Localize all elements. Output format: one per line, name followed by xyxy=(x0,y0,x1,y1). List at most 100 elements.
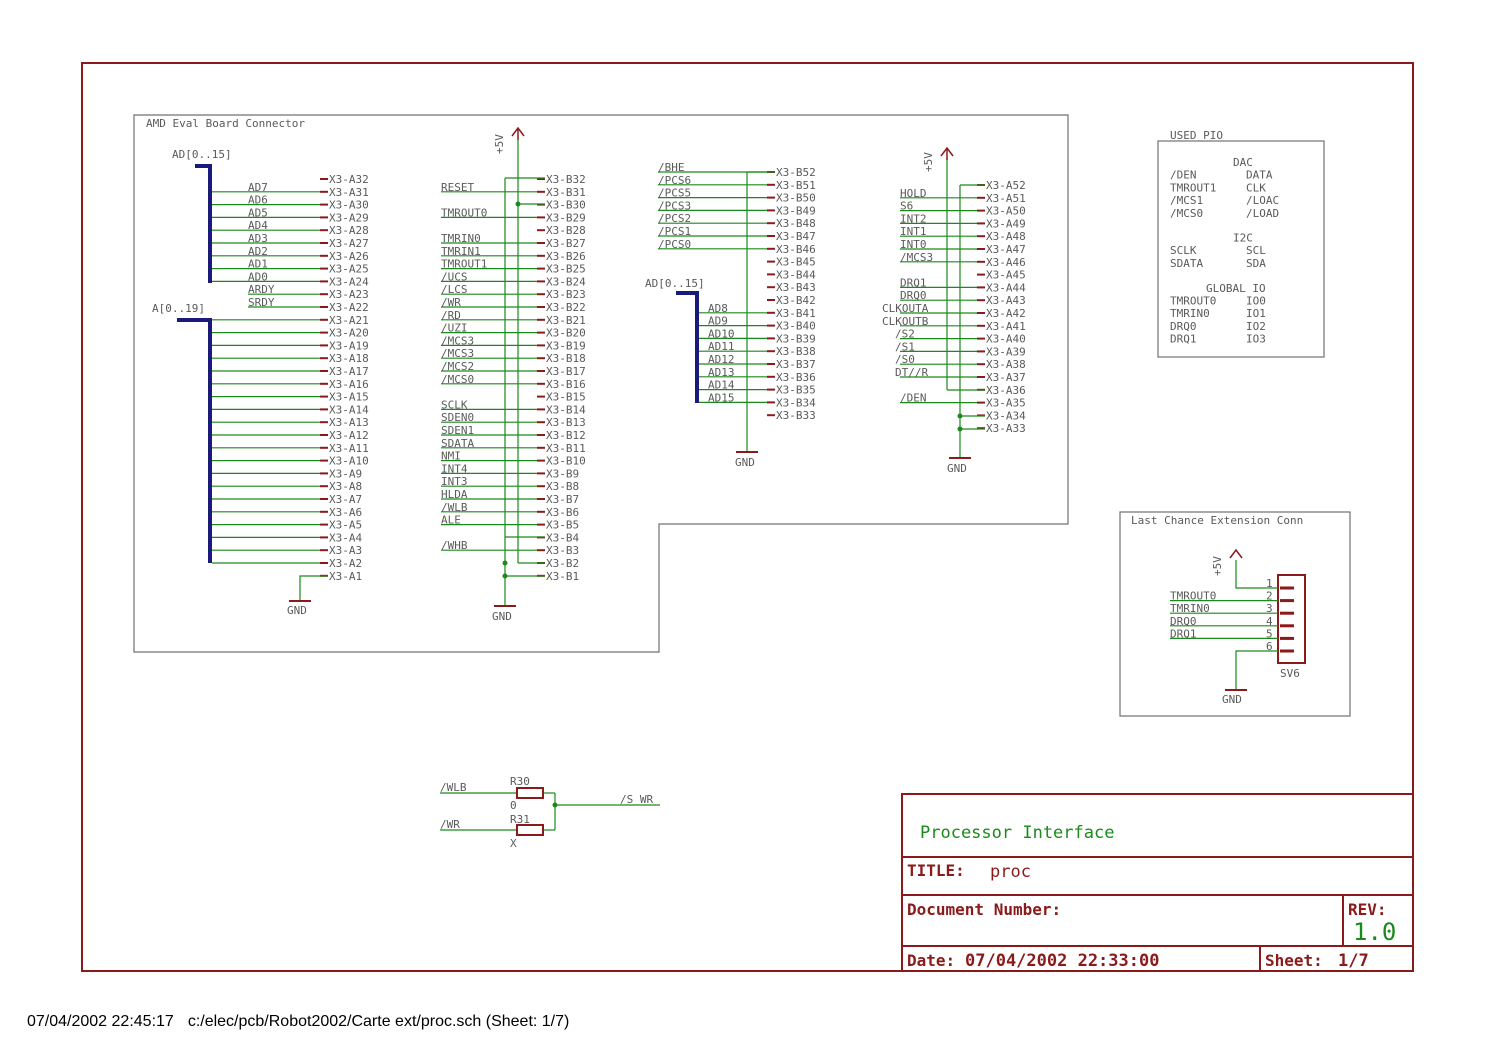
pin-label: X3-B32 xyxy=(546,173,586,186)
pin-label: X3-A44 xyxy=(986,281,1026,294)
r31-name: R31 xyxy=(510,813,530,826)
pin-label: X3-B27 xyxy=(546,237,586,250)
gnd-label-b: GND xyxy=(492,610,512,623)
pin-label: X3-B3 xyxy=(546,544,579,557)
pin-label: X3-B28 xyxy=(546,224,586,237)
net-label: SDEN0 xyxy=(441,411,474,424)
net-label: /LCS xyxy=(441,283,468,296)
pin-label: X3-B4 xyxy=(546,531,579,544)
pin-label: X3-B44 xyxy=(776,268,816,281)
net-label: /UCS xyxy=(441,270,468,283)
cola2-junctions xyxy=(957,413,963,432)
pin-label: X3-B15 xyxy=(546,391,586,404)
used-pio-box xyxy=(1157,140,1325,358)
last-chance-box xyxy=(1119,511,1351,717)
net-label: TMROUT1 xyxy=(441,258,487,271)
pin-label: X3-A31 xyxy=(329,186,369,199)
net-label: DRQ1 xyxy=(900,276,927,289)
pin-label: X3-A11 xyxy=(329,442,369,455)
pin-label: X3-B21 xyxy=(546,314,586,327)
pin-label: X3-B52 xyxy=(776,166,816,179)
pin-label: X3-A43 xyxy=(986,294,1026,307)
pin-label: X3-A36 xyxy=(986,384,1026,397)
r30-name: R30 xyxy=(510,775,530,788)
pin-label: X3-B42 xyxy=(776,294,816,307)
amd-connector-outline xyxy=(133,114,1069,653)
pin-label: X3-B6 xyxy=(546,506,579,519)
pio-section-header: DAC xyxy=(1233,156,1253,169)
bus-ad-label: AD[0..15] xyxy=(172,148,232,161)
connector-column-a: X3-A32X3-A31AD7X3-A30AD6X3-A29AD5X3-A28A… xyxy=(212,173,369,583)
net-label: AD13 xyxy=(708,366,735,379)
pin-label: X3-B1 xyxy=(546,570,579,583)
pin-label: X3-B37 xyxy=(776,358,816,371)
pin-label: X3-B30 xyxy=(546,199,586,212)
pin-label: X3-A24 xyxy=(329,275,369,288)
rev-value: 1.0 xyxy=(1353,918,1396,946)
net-label: INT4 xyxy=(441,462,468,475)
plus5v-symbol-a2 xyxy=(940,146,954,160)
pio-signal: DRQ1 xyxy=(1170,333,1197,346)
sv6-label: SV6 xyxy=(1280,667,1300,680)
net-label: SDATA xyxy=(441,437,474,450)
net-label: /S0 xyxy=(895,353,915,366)
pin-label: X3-B47 xyxy=(776,230,816,243)
net-label: /PCS2 xyxy=(658,212,691,225)
net-label: S6 xyxy=(900,200,913,213)
pio-function: IO0 xyxy=(1246,294,1266,307)
pin-label: X3-A22 xyxy=(329,301,369,314)
plus5v-label-a2: +5V xyxy=(922,152,935,172)
pin-label: X3-A3 xyxy=(329,544,362,557)
sv6-connector-body xyxy=(1277,574,1306,664)
net-label: ARDY xyxy=(248,283,275,296)
colb2-rails xyxy=(746,171,775,452)
net-label: INT1 xyxy=(900,225,927,238)
plus5v-label-b: +5V xyxy=(493,134,506,154)
pin-label: X3-B20 xyxy=(546,327,586,340)
net-label: INT0 xyxy=(900,238,927,251)
pin-label: X3-A12 xyxy=(329,429,369,442)
net-label: /MCS0 xyxy=(441,373,474,386)
gnd-label-sv6: GND xyxy=(1222,693,1242,706)
sv6-pin-number: 3 xyxy=(1266,602,1273,615)
pin-label: X3-A50 xyxy=(986,205,1026,218)
pin-label: X3-B5 xyxy=(546,519,579,532)
pio-signal: TMROUT1 xyxy=(1170,181,1216,194)
bus-ad2-label: AD[0..15] xyxy=(645,277,705,290)
sv6-net-label: DRQ1 xyxy=(1170,627,1197,640)
net-label: /WR xyxy=(441,296,461,309)
pin-label: X3-B25 xyxy=(546,263,586,276)
pin-label: X3-B51 xyxy=(776,179,816,192)
net-label: /MCS2 xyxy=(441,360,474,373)
net-label: /BHE xyxy=(658,161,685,174)
pin-label: X3-B41 xyxy=(776,307,816,320)
pio-signal: /MCS1 xyxy=(1170,194,1203,207)
pin-label: X3-A47 xyxy=(986,243,1026,256)
pin-label: X3-A9 xyxy=(329,467,362,480)
net-label: INT2 xyxy=(900,212,927,225)
pin-label: X3-B40 xyxy=(776,320,816,333)
pin-label: X3-B14 xyxy=(546,403,586,416)
used-pio-label: USED PIO xyxy=(1170,129,1223,142)
sheet-label: Sheet: xyxy=(1265,951,1323,970)
pio-function: SDA xyxy=(1246,257,1266,270)
pin-label: X3-B24 xyxy=(546,275,586,288)
title-label: TITLE: xyxy=(907,861,965,880)
pin-label: X3-B39 xyxy=(776,332,816,345)
net-label: AD3 xyxy=(248,232,268,245)
pin-label: X3-A34 xyxy=(986,409,1026,422)
docnum-label: Document Number: xyxy=(907,900,1061,919)
colb-junctions xyxy=(502,201,521,579)
r30-value: 0 xyxy=(510,799,517,812)
net-label: /S1 xyxy=(895,340,915,353)
net-label: ALE xyxy=(441,514,461,527)
net-label: AD14 xyxy=(708,379,735,392)
pin-label: X3-A2 xyxy=(329,557,362,570)
pin-label: X3-A16 xyxy=(329,378,369,391)
net-label: /PCS3 xyxy=(658,199,691,212)
pin-label: X3-A15 xyxy=(329,391,369,404)
plus5v-symbol-sv6 xyxy=(1229,548,1243,559)
pio-function: CLK xyxy=(1246,181,1266,194)
